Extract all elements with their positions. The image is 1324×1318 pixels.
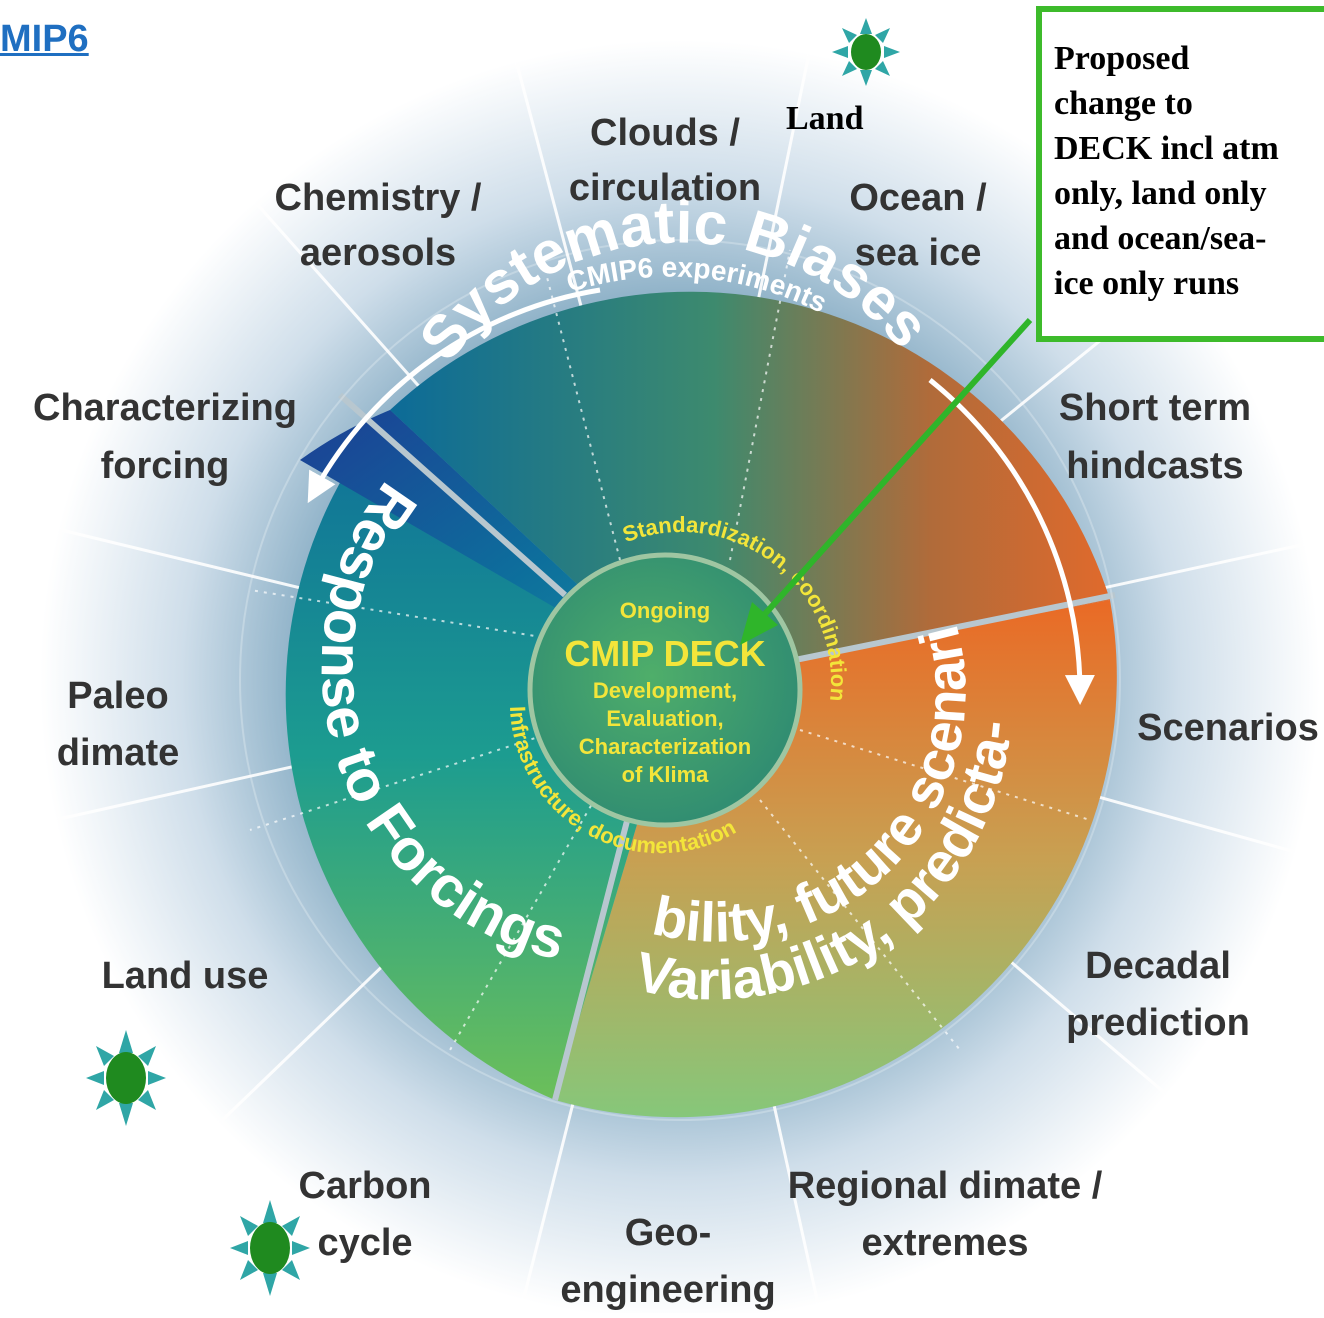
- callout-arrow-head: [740, 602, 778, 645]
- label-clouds-2: circulation: [569, 167, 761, 209]
- label-paleo-1: Paleo: [67, 675, 168, 717]
- label-decadal-2: prediction: [1066, 1002, 1250, 1044]
- title-link[interactable]: MIP6: [0, 18, 89, 60]
- label-carbon-1: Carbon: [299, 1165, 432, 1207]
- center-line2: Evaluation,: [606, 706, 723, 731]
- ring-edge: [239, 239, 1121, 1121]
- systematic-biases-sector: [390, 291, 1110, 680]
- label-short-term-2: hindcasts: [1066, 445, 1243, 487]
- land-label: Land: [786, 100, 864, 137]
- label-clouds-1: Clouds /: [590, 112, 740, 154]
- label-regional-2: extremes: [862, 1222, 1029, 1264]
- center-line1: Development,: [593, 678, 737, 703]
- center-ongoing: Ongoing: [620, 598, 710, 623]
- callout-line: only, land only: [1054, 175, 1267, 212]
- label-short-term-1: Short term: [1059, 387, 1251, 429]
- label-scenarios: Scenarios: [1137, 707, 1319, 749]
- label-chemistry-2: aerosols: [300, 232, 456, 274]
- label-ocean-2: sea ice: [855, 232, 982, 274]
- label-carbon-2: cycle: [317, 1222, 412, 1264]
- sun-icon: [86, 1030, 166, 1126]
- callout-line: Proposed: [1054, 40, 1190, 77]
- outer-labels: Clouds / circulation Ocean / sea ice Che…: [33, 112, 1319, 1311]
- center-line4: of Klima: [622, 762, 710, 787]
- dotted-divisions: [249, 249, 1091, 1051]
- center-text: Ongoing CMIP DECK Development, Evaluatio…: [564, 598, 765, 787]
- proposed-change-callout: Proposed change to DECK incl atm only, l…: [1036, 6, 1324, 342]
- callout-line: ice only runs: [1054, 265, 1240, 302]
- label-characterizing-1: Characterizing: [33, 387, 297, 429]
- label-ocean-1: Ocean /: [849, 177, 987, 219]
- sun-icon: [832, 18, 900, 86]
- label-regional-1: Regional dimate /: [788, 1165, 1103, 1207]
- label-land-use: Land use: [102, 955, 269, 997]
- sun-icon: [230, 1200, 310, 1296]
- center-circle: [527, 552, 803, 828]
- label-characterizing-2: forcing: [101, 445, 230, 487]
- callout-arrow-line: [752, 317, 1033, 628]
- label-geo-2: engineering: [560, 1269, 775, 1311]
- callout-line: DECK incl atm: [1054, 130, 1279, 167]
- label-decadal-1: Decadal: [1085, 945, 1231, 987]
- left-curved-arrow: [307, 287, 601, 504]
- callout-line: and ocean/sea-: [1054, 220, 1267, 257]
- center-line3: Characterization: [579, 734, 751, 759]
- sector-separators: [338, 392, 1116, 1101]
- label-chemistry-1: Chemistry /: [275, 177, 482, 219]
- callout-line: change to: [1054, 85, 1193, 122]
- center-cmip-deck: CMIP DECK: [564, 633, 765, 674]
- label-geo-1: Geo-: [625, 1212, 712, 1254]
- label-paleo-2: dimate: [57, 732, 179, 774]
- right-curved-arrow: [928, 378, 1095, 705]
